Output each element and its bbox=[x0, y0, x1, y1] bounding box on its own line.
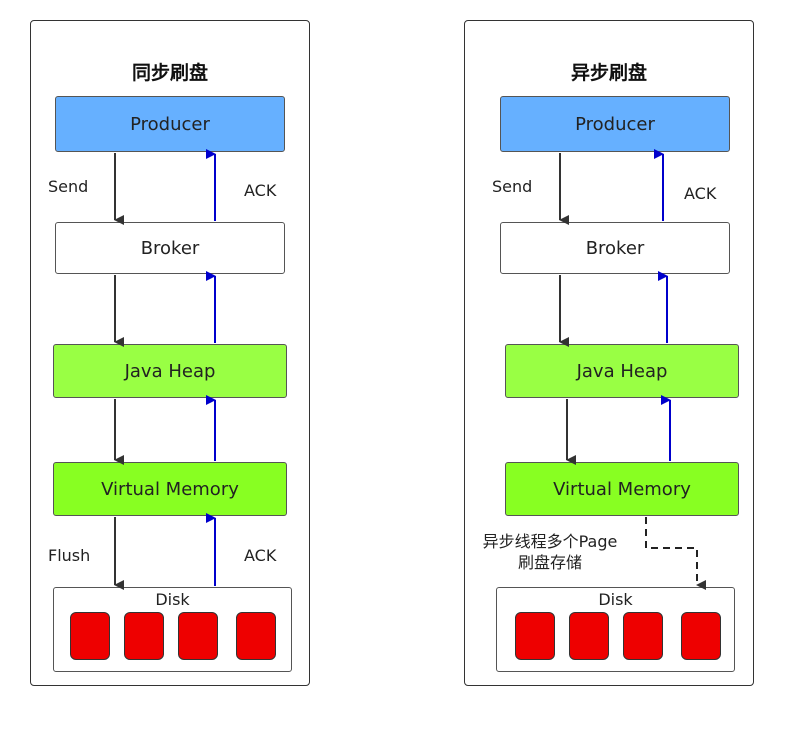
left-flush-label: Flush bbox=[48, 546, 91, 565]
right-broker-label: Broker bbox=[585, 237, 645, 259]
left-ack2-label: ACK bbox=[244, 546, 277, 565]
async-flush-title: 异步刷盘 bbox=[570, 62, 647, 84]
right-broker-box: Broker bbox=[500, 222, 730, 274]
right-disk-label: Disk bbox=[598, 590, 633, 609]
right-java-heap-label: Java Heap bbox=[576, 360, 668, 382]
right-virtual-memory-label: Virtual Memory bbox=[553, 478, 691, 500]
async-thread-note: 异步线程多个Page 刷盘存储 bbox=[470, 531, 630, 573]
left-disk-box: Disk bbox=[53, 587, 292, 672]
left-disk-page-4 bbox=[236, 612, 276, 660]
async-note-line-1: 异步线程多个Page bbox=[482, 532, 618, 551]
left-producer-box: Producer bbox=[55, 96, 285, 152]
right-producer-box: Producer bbox=[500, 96, 730, 152]
left-disk-page-2 bbox=[124, 612, 164, 660]
left-virtual-memory-label: Virtual Memory bbox=[101, 478, 239, 500]
right-producer-label: Producer bbox=[575, 113, 655, 135]
right-disk-box: Disk bbox=[496, 587, 735, 672]
left-broker-box: Broker bbox=[55, 222, 285, 274]
left-disk-page-1 bbox=[70, 612, 110, 660]
left-virtual-memory-box: Virtual Memory bbox=[53, 462, 287, 516]
left-send-label: Send bbox=[48, 177, 89, 196]
left-producer-label: Producer bbox=[130, 113, 210, 135]
sync-flush-title: 同步刷盘 bbox=[131, 62, 208, 84]
left-java-heap-label: Java Heap bbox=[124, 360, 216, 382]
left-disk-page-3 bbox=[178, 612, 218, 660]
async-flush-dashed-arrow bbox=[645, 517, 706, 590]
right-disk-page-1 bbox=[515, 612, 555, 660]
async-note-line-2: 刷盘存储 bbox=[517, 553, 582, 572]
right-disk-page-3 bbox=[623, 612, 663, 660]
left-broker-label: Broker bbox=[140, 237, 200, 259]
right-disk-page-4 bbox=[681, 612, 721, 660]
right-disk-page-2 bbox=[569, 612, 609, 660]
right-send-label: Send bbox=[492, 177, 533, 196]
right-virtual-memory-box: Virtual Memory bbox=[505, 462, 739, 516]
left-disk-label: Disk bbox=[155, 590, 190, 609]
left-java-heap-box: Java Heap bbox=[53, 344, 287, 398]
right-ack-label: ACK bbox=[684, 184, 717, 203]
left-ack-label: ACK bbox=[244, 181, 277, 200]
right-java-heap-box: Java Heap bbox=[505, 344, 739, 398]
